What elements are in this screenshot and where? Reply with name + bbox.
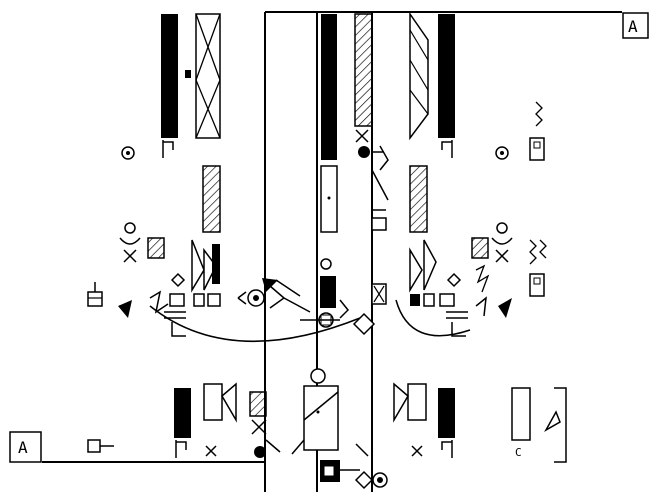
branch-diagonal (371, 169, 389, 201)
signal-left-bottom (174, 382, 237, 458)
crossover-arc-left (149, 305, 361, 343)
label-c: C (515, 446, 522, 459)
signal-far-right-bottom: C (511, 387, 567, 463)
connector-label-top: A (628, 17, 638, 36)
junction-dot-center (358, 146, 370, 158)
off-page-connector-top: A (622, 12, 649, 39)
signal-left-top (161, 13, 221, 158)
signal-right-bottom (393, 382, 455, 458)
relay-icon-bottom-left (87, 439, 114, 453)
switch-cluster-right (409, 222, 547, 337)
hatched-block-right (409, 165, 428, 233)
hatched-block-left (202, 165, 221, 233)
switch-cluster-left (118, 222, 221, 337)
junction-center (237, 258, 387, 336)
small-box-center (371, 217, 387, 231)
crossover-arc-right (395, 299, 471, 337)
off-page-connector-bottom: A (9, 431, 42, 463)
signal-right-top (409, 11, 455, 158)
relay-icon-left (87, 282, 103, 307)
junction-bottom-center (249, 368, 388, 490)
relay-icon-right-top (529, 101, 545, 161)
hatched-block-center (354, 13, 373, 127)
connector-label-bottom: A (18, 438, 28, 457)
signal-center-black (321, 14, 337, 160)
